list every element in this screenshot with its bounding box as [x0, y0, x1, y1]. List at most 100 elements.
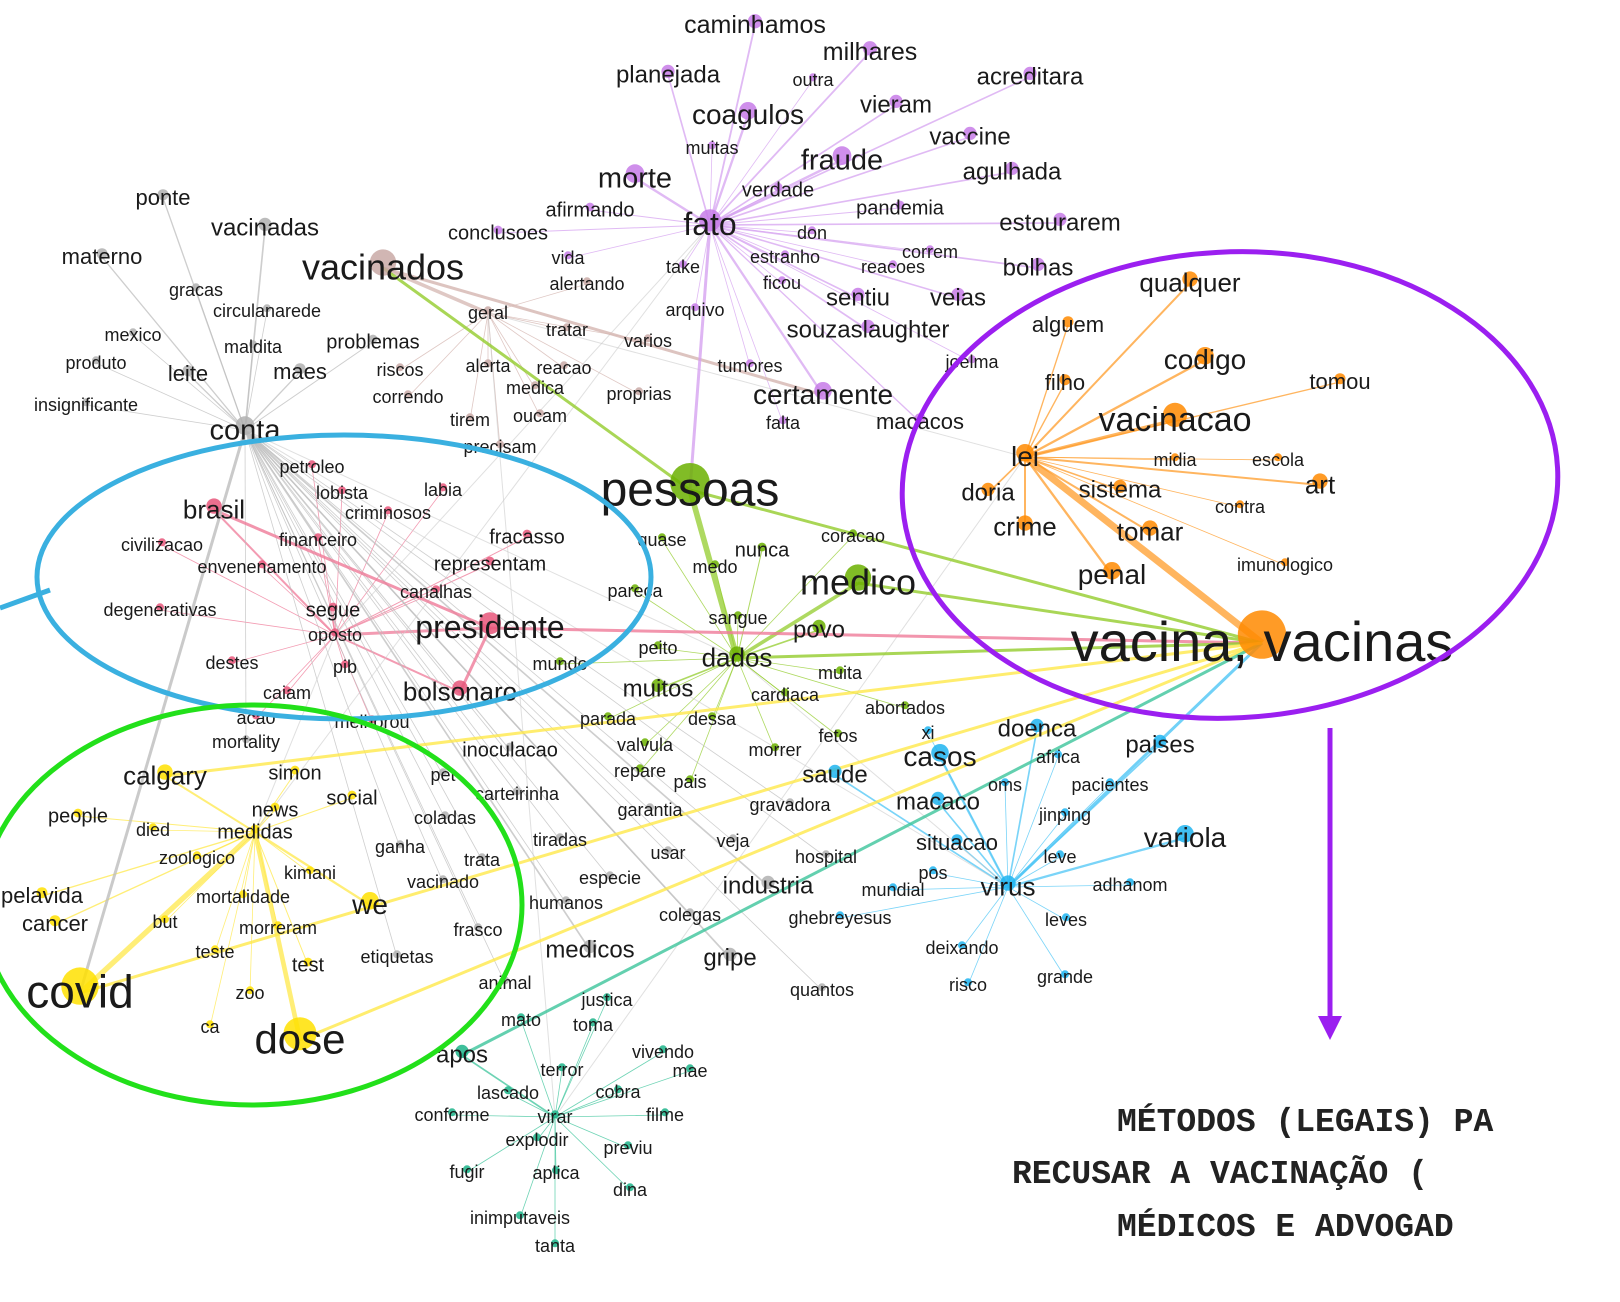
network-edge [709, 224, 783, 284]
node-label: dados [702, 642, 773, 672]
network-node [889, 883, 897, 892]
network-edge [554, 1116, 629, 1149]
network-edge-strong [382, 266, 691, 492]
node-label: tiradas [533, 830, 587, 850]
network-node [516, 1211, 524, 1220]
network-edge [1007, 756, 1059, 888]
network-node [384, 506, 392, 515]
network-edge [709, 207, 901, 226]
network-node [889, 94, 903, 108]
node-label: gracas [169, 280, 223, 300]
network-edge-strong [857, 581, 1263, 645]
node-label: etiquetas [360, 947, 433, 967]
node-label: vacina, vacinas [1071, 610, 1454, 673]
network-edge [214, 831, 256, 953]
node-label: estourarem [999, 210, 1120, 237]
network-edge [286, 634, 336, 694]
node-label: situacao [916, 830, 998, 855]
network-edge [657, 657, 738, 690]
network-node [836, 666, 844, 675]
network-node [583, 277, 591, 286]
network-edge [161, 544, 336, 636]
node-label: variola [1144, 822, 1227, 853]
network-edge [709, 224, 784, 424]
highlight-ellipse-orange-cluster [899, 249, 1561, 721]
network-edge [407, 312, 489, 398]
node-label: labia [424, 480, 463, 500]
node-label: agulhada [963, 159, 1062, 186]
node-label: qualquer [1139, 267, 1241, 297]
network-node [1056, 850, 1064, 859]
node-label: milhares [823, 38, 917, 66]
network-node [536, 409, 544, 418]
network-node [158, 538, 166, 547]
node-label: joelma [944, 352, 999, 372]
network-edge [661, 539, 738, 659]
network-edge [736, 581, 859, 660]
network-node [294, 363, 306, 375]
node-label: africa [1036, 747, 1081, 767]
network-edge [1007, 886, 1066, 978]
network-edge-strong [164, 641, 1263, 778]
node-label: zoologico [159, 848, 235, 868]
network-node [448, 1108, 456, 1117]
network-node [235, 416, 255, 435]
annotation-layer: MÉTODOS (LEGAIS) PA RECUSAR A VACINAÇÃO … [0, 249, 1561, 1246]
node-label: terror [540, 1060, 583, 1080]
node-label: penal [1078, 559, 1147, 590]
network-node [889, 260, 897, 269]
node-label: degenerativas [103, 600, 216, 620]
network-node [773, 182, 783, 192]
network-edge [101, 256, 246, 431]
network-node [771, 743, 779, 752]
network-node [432, 585, 440, 594]
network-node [691, 303, 699, 312]
network-node [1017, 515, 1033, 531]
network-edge [554, 1024, 594, 1118]
node-label: produto [65, 353, 126, 373]
network-edge-strong [688, 224, 712, 491]
network-node [439, 483, 447, 492]
node-label: ca [200, 1017, 220, 1037]
network-node [1236, 500, 1244, 509]
network-edge [54, 831, 256, 925]
network-node [396, 363, 404, 372]
network-node [895, 200, 905, 210]
network-edge [487, 312, 640, 395]
node-label: outra [792, 70, 834, 90]
network-node [1059, 374, 1071, 386]
node-label: tomar [1117, 516, 1184, 546]
network-edge [634, 590, 738, 659]
node-label: cobra [595, 1082, 641, 1102]
node-label: envenenamento [197, 557, 326, 577]
network-node [604, 712, 612, 721]
node-label: dose [254, 1015, 345, 1062]
network-node [651, 678, 665, 693]
node-label: aplica [532, 1163, 580, 1183]
network-edge [554, 1091, 619, 1118]
node-label: ficou [763, 273, 801, 293]
node-label: simon [268, 762, 321, 784]
network-node [679, 260, 687, 269]
network-edge [497, 224, 711, 234]
network-edge [554, 1070, 691, 1118]
caption-arrow-head [1318, 1016, 1342, 1040]
network-edge [244, 346, 254, 431]
node-label: peito [638, 638, 677, 658]
node-label: geral [468, 303, 508, 323]
network-node [828, 764, 842, 779]
network-node [61, 967, 99, 1005]
network-node [551, 1110, 559, 1119]
network-node [670, 463, 710, 503]
network-node [239, 890, 247, 899]
network-node [836, 911, 844, 920]
node-label: leite [168, 361, 208, 386]
node-label: usar [650, 843, 685, 863]
network-node [625, 164, 645, 183]
network-edge [254, 797, 353, 833]
network-node [1196, 347, 1214, 365]
network-node [393, 950, 401, 959]
network-node [533, 1133, 541, 1142]
network-edge [639, 657, 738, 772]
